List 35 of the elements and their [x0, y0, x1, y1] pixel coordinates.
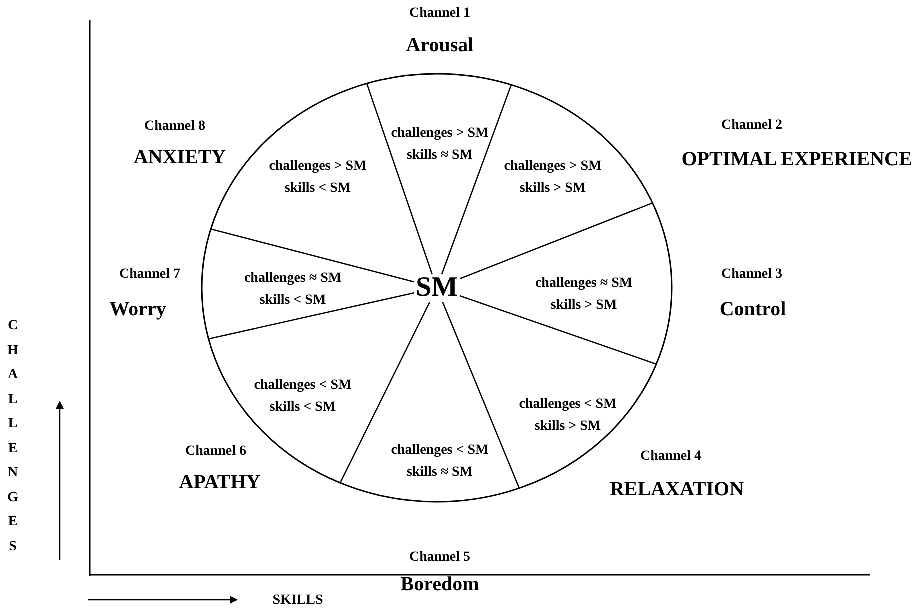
channel-label: Channel 2: [721, 118, 783, 134]
channel-label: Channel 4: [640, 449, 702, 465]
center-label: SM: [414, 274, 460, 302]
condition-text: challenges < SM: [391, 442, 489, 460]
state-label: Control: [720, 298, 786, 322]
condition-text: challenges ≈ SM: [244, 270, 342, 288]
axis-title: SKILLS: [272, 593, 324, 609]
condition-text: skills > SM: [534, 418, 602, 436]
state-label: Arousal: [406, 34, 474, 58]
condition-text: skills > SM: [518, 180, 588, 198]
channel-label: Channel 1: [409, 6, 471, 22]
condition-text: skills ≈ SM: [406, 147, 474, 165]
condition-text: challenges < SM: [254, 377, 352, 395]
state-label: ANXIETY: [134, 146, 226, 170]
condition-text: skills > SM: [550, 297, 618, 315]
condition-text: skills < SM: [284, 180, 352, 198]
condition-text: challenges > SM: [504, 158, 602, 176]
condition-text: challenges < SM: [519, 396, 617, 414]
condition-text: challenges > SM: [269, 158, 367, 176]
condition-text: skills < SM: [258, 292, 328, 310]
state-label: OPTIMAL EXPERIENCE: [682, 148, 912, 172]
channel-label: Channel 8: [144, 119, 206, 135]
condition-text: skills < SM: [268, 399, 338, 417]
condition-text: challenges ≈ SM: [535, 275, 633, 293]
axis-title: CHALLENGES: [6, 318, 20, 556]
state-label: Boredom: [400, 574, 480, 596]
channel-label: Channel 5: [409, 550, 471, 566]
state-label: Worry: [110, 298, 166, 322]
channel-label: Channel 3: [721, 267, 783, 283]
condition-text: skills ≈ SM: [406, 464, 474, 482]
condition-text: challenges > SM: [391, 125, 489, 143]
channel-label: Channel 7: [119, 267, 181, 283]
state-label: RELAXATION: [610, 478, 744, 502]
channel-label: Channel 6: [185, 444, 247, 460]
state-label: APATHY: [179, 472, 261, 494]
